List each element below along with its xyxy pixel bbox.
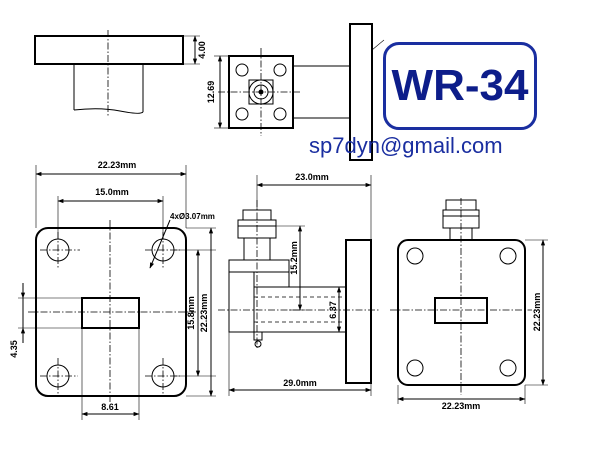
dim-body-length: 29.0mm bbox=[283, 378, 317, 388]
model-label: WR-34 bbox=[391, 61, 529, 110]
dim-overall-length: 23.0mm bbox=[295, 172, 329, 182]
dim-rear-flange-width: 22.23mm bbox=[442, 401, 481, 411]
dim-connector-height: 15.2mm bbox=[289, 241, 299, 275]
dim-hole-spacing-vertical: 15.8mm bbox=[186, 296, 196, 330]
contact-email[interactable]: sp7dyn@gmail.com bbox=[309, 133, 503, 158]
dim-rear-flange-height: 22.23mm bbox=[532, 293, 542, 332]
dim-slot-offset: 4.35 bbox=[9, 340, 19, 358]
top-view-flange: 4.00 bbox=[34, 30, 207, 116]
dim-flange-thickness: 4.00 bbox=[197, 41, 207, 59]
dim-guide-height: 6.37 bbox=[328, 301, 338, 319]
dim-flange-width: 22.23mm bbox=[98, 160, 137, 170]
model-badge: WR-34 bbox=[383, 42, 537, 130]
dim-slot-width: 8.61 bbox=[101, 402, 119, 412]
front-view-flange: 22.23mm 15.0mm 4xØ3.07mm 15.8mm 22.23mm … bbox=[9, 160, 216, 420]
side-view-connector: 12.69 bbox=[206, 23, 385, 161]
side-profile-view: 23.0mm 15.2mm 6.37 29.0mm bbox=[218, 172, 380, 396]
dim-flange-height-front: 22.23mm bbox=[199, 294, 209, 333]
dim-holes: 4xØ3.07mm bbox=[170, 212, 215, 221]
rear-view-flange: 22.23mm 22.23mm bbox=[390, 198, 548, 411]
dim-flange-height-side: 12.69 bbox=[206, 81, 216, 104]
dim-hole-spacing: 15.0mm bbox=[95, 187, 129, 197]
